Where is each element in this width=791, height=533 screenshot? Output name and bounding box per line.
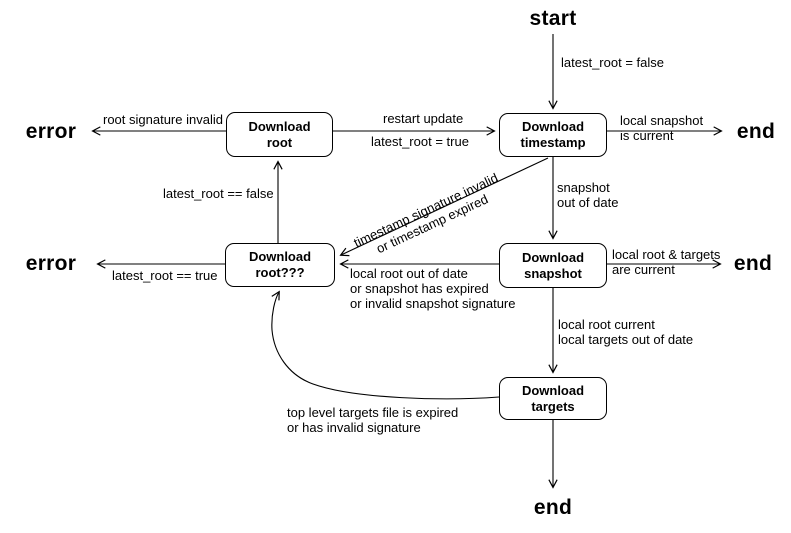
label-root-retry-to-root: latest_root == false xyxy=(163,186,274,201)
label-snapshot-to-targets: local root current local targets out of … xyxy=(558,317,694,347)
edge-targets-to-root-retry xyxy=(271,290,500,400)
node-download-timestamp: Download timestamp xyxy=(499,113,607,157)
node-download-root-retry: Download root??? xyxy=(225,243,335,287)
edge-timestamp-to-root-retry xyxy=(339,157,549,257)
terminal-error-middle: error xyxy=(25,252,77,275)
label-targets-to-root-retry: top level targets file is expired or has… xyxy=(287,405,459,435)
node-download-root: Download root xyxy=(226,112,333,157)
terminal-end-bottom: end xyxy=(533,496,573,519)
node-download-targets: Download targets xyxy=(499,377,607,420)
terminal-error-top: error xyxy=(25,120,77,143)
label-timestamp-to-end: local snapshot is current xyxy=(620,113,704,143)
label-root-to-error: root signature invalid xyxy=(103,112,223,127)
label-snapshot-to-root-retry: local root out of date or snapshot has e… xyxy=(350,266,516,311)
label-start-to-timestamp: latest_root = false xyxy=(561,55,664,70)
terminal-end-top: end xyxy=(736,120,776,143)
label-root-to-timestamp-top: restart update xyxy=(383,111,464,126)
node-download-snapshot: Download snapshot xyxy=(499,243,607,288)
label-snapshot-to-end: local root & targets are current xyxy=(612,247,721,277)
label-root-retry-to-error: latest_root == true xyxy=(112,268,218,283)
label-timestamp-to-snapshot: snapshot out of date xyxy=(557,180,619,210)
terminal-end-middle: end xyxy=(733,252,773,275)
label-root-to-timestamp-bottom: latest_root = true xyxy=(371,134,469,149)
terminal-start: start xyxy=(529,7,577,30)
